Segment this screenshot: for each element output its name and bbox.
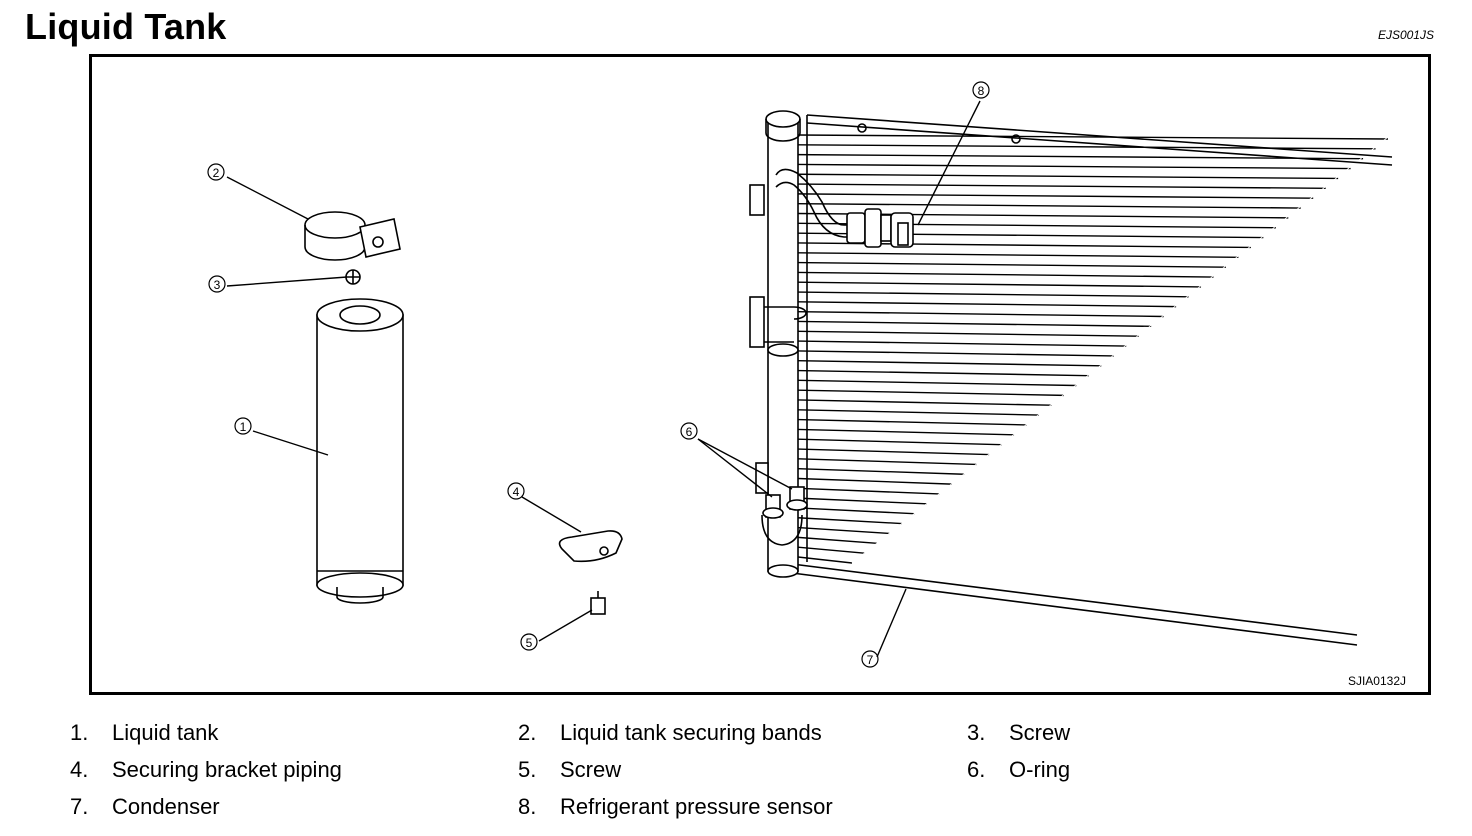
condenser-fin xyxy=(797,271,1214,278)
legend-label: Liquid tank securing bands xyxy=(560,720,822,745)
screw-3 xyxy=(345,269,361,285)
screw-5 xyxy=(590,591,606,615)
condenser-fin xyxy=(797,291,1189,298)
callout-5: 5 xyxy=(520,633,538,651)
condenser-fin xyxy=(797,379,1077,387)
liquid-tank xyxy=(316,298,404,604)
page-title: Liquid Tank xyxy=(25,6,227,47)
condenser-fin xyxy=(797,153,1364,160)
legend-label: Refrigerant pressure sensor xyxy=(560,794,833,819)
legend-label: O-ring xyxy=(1009,757,1071,782)
condenser-fin xyxy=(797,320,1152,328)
legend-label: Screw xyxy=(560,757,622,782)
condenser-fin xyxy=(797,173,1339,180)
callout-2: 2 xyxy=(207,163,225,181)
callout-3: 3 xyxy=(208,275,226,293)
condenser-fin xyxy=(797,399,1052,406)
condenser-fin xyxy=(797,536,877,544)
condenser-fin xyxy=(797,418,1027,426)
condenser-fin xyxy=(797,517,902,525)
condenser-fin xyxy=(797,389,1064,397)
condenser-fin xyxy=(797,330,1139,337)
condenser-fin xyxy=(797,310,1164,318)
figure-code: SJIA0132J xyxy=(1347,674,1406,688)
callout-4: 4 xyxy=(507,482,525,500)
securing-bracket xyxy=(558,530,623,563)
condenser-fin xyxy=(797,428,1015,436)
legend-label: Condenser xyxy=(112,794,220,819)
condenser-fin xyxy=(797,202,1301,209)
callouts: 1 2 3 4 5 6 7 8 xyxy=(207,81,990,668)
securing-band xyxy=(304,211,401,261)
callout-7: 7 xyxy=(861,650,879,668)
svg-text:8: 8 xyxy=(978,84,985,98)
condenser-fin xyxy=(797,526,890,535)
callout-8: 8 xyxy=(972,81,990,99)
condenser-fin xyxy=(797,340,1127,347)
condenser-fin xyxy=(797,183,1326,190)
legend-number: 6. xyxy=(967,757,986,782)
document-code: EJS001JS xyxy=(1377,28,1434,42)
exploded-diagram: 1 2 3 4 5 6 7 8 SJIA0132J xyxy=(89,54,1431,695)
svg-text:1: 1 xyxy=(240,420,247,434)
condenser-fin xyxy=(797,507,915,515)
condenser-fin xyxy=(797,438,1002,446)
svg-text:4: 4 xyxy=(513,485,520,499)
condenser-fin xyxy=(797,144,1376,150)
condenser-frame xyxy=(791,114,1393,646)
legend-number: 3. xyxy=(967,720,986,745)
condenser-fin xyxy=(797,546,865,554)
leader-lines xyxy=(226,100,981,658)
condenser-fins xyxy=(797,134,1389,564)
o-ring-connectors xyxy=(761,486,808,546)
legend-number: 4. xyxy=(70,757,89,782)
condenser-fin xyxy=(797,281,1202,288)
condenser-fin xyxy=(797,497,927,505)
fin-wedge-edge xyxy=(851,136,1389,564)
condenser-fin xyxy=(797,369,1089,377)
condenser-fin xyxy=(797,409,1039,416)
condenser-fin xyxy=(797,360,1102,367)
condenser-fin xyxy=(797,350,1114,357)
condenser-fin xyxy=(797,487,940,495)
condenser-fin xyxy=(797,467,965,475)
legend-label: Securing bracket piping xyxy=(112,757,342,782)
legend-label: Screw xyxy=(1009,720,1071,745)
diagram-drawing: 1 2 3 4 5 6 7 8 xyxy=(207,81,1393,668)
legend-label: Liquid tank xyxy=(112,720,219,745)
legend-number: 5. xyxy=(518,757,537,782)
condenser-fin xyxy=(797,301,1177,308)
condenser-fin xyxy=(797,163,1351,170)
condenser-fin xyxy=(797,477,952,485)
callout-6: 6 xyxy=(680,422,698,440)
condenser-fin xyxy=(797,261,1226,268)
pressure-sensor xyxy=(775,168,914,248)
legend-number: 8. xyxy=(518,794,537,819)
condenser-fin xyxy=(797,448,990,456)
svg-text:5: 5 xyxy=(526,636,533,650)
legend-number: 2. xyxy=(518,720,537,745)
svg-text:6: 6 xyxy=(686,425,693,439)
condenser-fin xyxy=(797,252,1239,259)
callout-1: 1 xyxy=(234,417,252,435)
condenser-fin xyxy=(797,134,1389,140)
condenser-fin xyxy=(797,458,977,466)
condenser-fin xyxy=(797,193,1314,199)
svg-text:3: 3 xyxy=(214,278,221,292)
legend-number: 1. xyxy=(70,720,89,745)
condenser-fin xyxy=(797,556,853,564)
svg-text:7: 7 xyxy=(867,653,874,667)
svg-text:2: 2 xyxy=(213,166,220,180)
legend-number: 7. xyxy=(70,794,89,819)
